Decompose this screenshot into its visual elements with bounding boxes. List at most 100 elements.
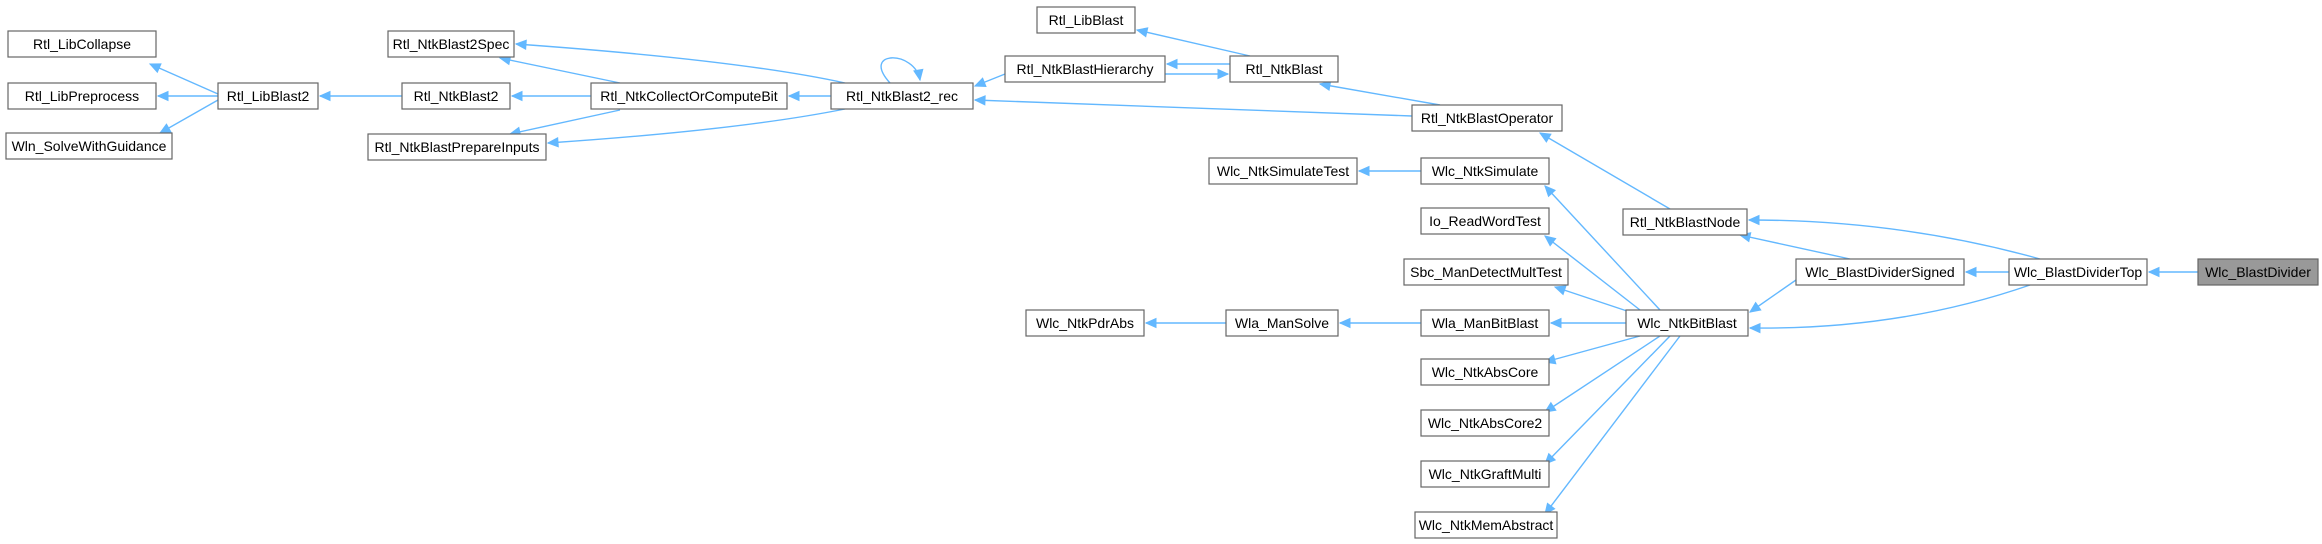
edge-bitblast-to-readword [1544,235,1641,311]
edge-line [1739,234,1851,260]
node-ntkblast2rec[interactable]: Rtl_NtkBlast2_rec [830,82,974,110]
node-libpreprocess[interactable]: Rtl_LibPreprocess [7,82,157,110]
edge-arrowhead [1553,285,1567,296]
node-label: Rtl_NtkBlastHierarchy [1017,61,1154,77]
edge-line [1554,286,1631,313]
edge-arrowhead [546,137,559,148]
node-box [5,132,173,160]
edge-libblast2-to-libpreprocess [156,90,218,102]
node-ntkblast2spec[interactable]: Rtl_NtkBlast2Spec [387,30,515,58]
node-readword[interactable]: Io_ReadWordTest [1420,207,1550,235]
node-box [1229,55,1339,83]
node-simulate[interactable]: Wlc_NtkSimulate [1420,157,1550,185]
edge-ntkblast-to-ntkblasthier [1165,58,1230,70]
node-box [1795,258,1965,286]
edge-line [159,99,219,134]
edge-arrowhead [913,68,924,82]
node-label: Wlc_BlastDividerSigned [1805,264,1954,280]
node-pdrabs[interactable]: Wlc_NtkPdrAbs [1025,309,1145,337]
node-dividertop[interactable]: Wlc_BlastDividerTop [2008,258,2148,286]
edge-ntkblast2rec-to-collectcompute [787,90,831,102]
node-label: Wla_ManBitBlast [1432,315,1539,331]
edge-ntkblast2-to-libblast2 [318,90,402,102]
edge-arrowhead [1135,27,1149,38]
node-abscore2[interactable]: Wlc_NtkAbsCore2 [1420,409,1550,437]
node-divider[interactable]: Wlc_BlastDivider [2197,258,2319,286]
node-ntkblastprepare[interactable]: Rtl_NtkBlastPrepareInputs [367,133,547,161]
edge-arrowhead [148,63,162,74]
edge-arrowhead [1217,68,1230,80]
node-collectcompute[interactable]: Rtl_NtkCollectOrComputeBit [590,82,788,110]
edge-ntkblastop-to-ntkblast [1318,80,1441,106]
edge-line [547,108,846,144]
edge-arrowhead [156,90,169,102]
edge-bitblast-to-sbcmult [1553,285,1631,313]
node-label: Rtl_NtkBlast2Spec [393,36,510,52]
node-label: Sbc_ManDetectMultTest [1410,264,1562,280]
node-label: Rtl_LibBlast [1049,12,1124,28]
node-box [2197,258,2319,286]
node-label: Rtl_NtkBlast2_rec [846,88,958,104]
node-memabstract[interactable]: Wlc_NtkMemAbstract [1414,511,1558,539]
edge-bitblast-to-abscore2 [1543,335,1661,413]
node-graftmulti[interactable]: Wlc_NtkGraftMulti [1420,460,1550,488]
node-ntkblast[interactable]: Rtl_NtkBlast [1229,55,1339,83]
edge-arrowhead [1544,185,1557,198]
edge-arrowhead [158,123,172,134]
edge-arrowhead [1748,301,1762,313]
node-label: Rtl_NtkBlast2 [414,88,499,104]
edge-ntkblast2rec-to-ntkblastprepare [546,108,846,148]
node-ntkblastop[interactable]: Rtl_NtkBlastOperator [1411,104,1563,132]
node-box [1225,309,1339,337]
node-dividersigned[interactable]: Wlc_BlastDividerSigned [1795,258,1965,286]
node-simtest[interactable]: Wlc_NtkSimulateTest [1208,157,1358,185]
edge-libblast2-to-solveguidance [158,99,219,134]
node-libcollapse[interactable]: Rtl_LibCollapse [7,30,157,58]
node-blastnode[interactable]: Rtl_NtkBlastNode [1622,208,1748,236]
edge-dividersigned-to-blastnode [1738,232,1851,260]
node-label: Wla_ManSolve [1235,315,1329,331]
edge-arrowhead [1549,317,1562,329]
edge-bitblast-to-manbitblast [1549,317,1626,329]
edge-line [149,63,219,95]
node-label: Rtl_LibPreprocess [25,88,139,104]
edge-dividertop-to-bitblast [1748,284,2031,334]
edge-arrowhead [1318,80,1332,92]
node-sbcmult[interactable]: Sbc_ManDetectMultTest [1403,258,1569,286]
edge-ntkblasthier-to-ntkblast2rec [973,73,1006,87]
node-libblast[interactable]: Rtl_LibBlast [1036,6,1136,34]
node-solveguidance[interactable]: Wln_SolveWithGuidance [5,132,173,160]
node-box [1025,309,1145,337]
edge-arrowhead [510,90,523,102]
node-box [217,82,319,110]
edge-dividertop-to-blastnode [1747,214,2041,260]
node-box [1414,511,1558,539]
edge-line [1748,219,2041,260]
node-bitblast[interactable]: Wlc_NtkBitBlast [1625,309,1749,337]
node-box [590,82,788,110]
edge-line [1136,29,1251,57]
edge-arrowhead [318,90,331,102]
node-box [1411,104,1563,132]
edge-line [509,109,621,135]
node-mansolve[interactable]: Wla_ManSolve [1225,309,1339,337]
node-ntkblasthier[interactable]: Rtl_NtkBlastHierarchy [1004,55,1166,83]
node-manbitblast[interactable]: Wla_ManBitBlast [1420,309,1550,337]
node-libblast2[interactable]: Rtl_LibBlast2 [217,82,319,110]
edge-dividertop-to-dividersigned [1964,266,2009,278]
node-label: Wlc_NtkGraftMulti [1429,466,1542,482]
edge-line [1544,335,1671,465]
node-ntkblast2[interactable]: Rtl_NtkBlast2 [401,82,511,110]
edge-arrowhead [1144,317,1157,329]
edge-line [1544,335,1661,413]
edge-bitblast-to-abscore [1543,335,1641,365]
edge-line [1544,235,1641,311]
edge-collectcompute-to-ntkblastprepare [508,109,621,137]
node-label: Rtl_NtkBlast [1245,61,1322,77]
node-box [401,82,511,110]
node-abscore[interactable]: Wlc_NtkAbsCore [1420,358,1550,386]
node-label: Rtl_NtkCollectOrComputeBit [600,88,777,104]
edge-line [974,99,1413,117]
node-label: Wln_SolveWithGuidance [12,138,167,154]
edge-ntkblasthier-to-ntkblast [1165,68,1230,80]
